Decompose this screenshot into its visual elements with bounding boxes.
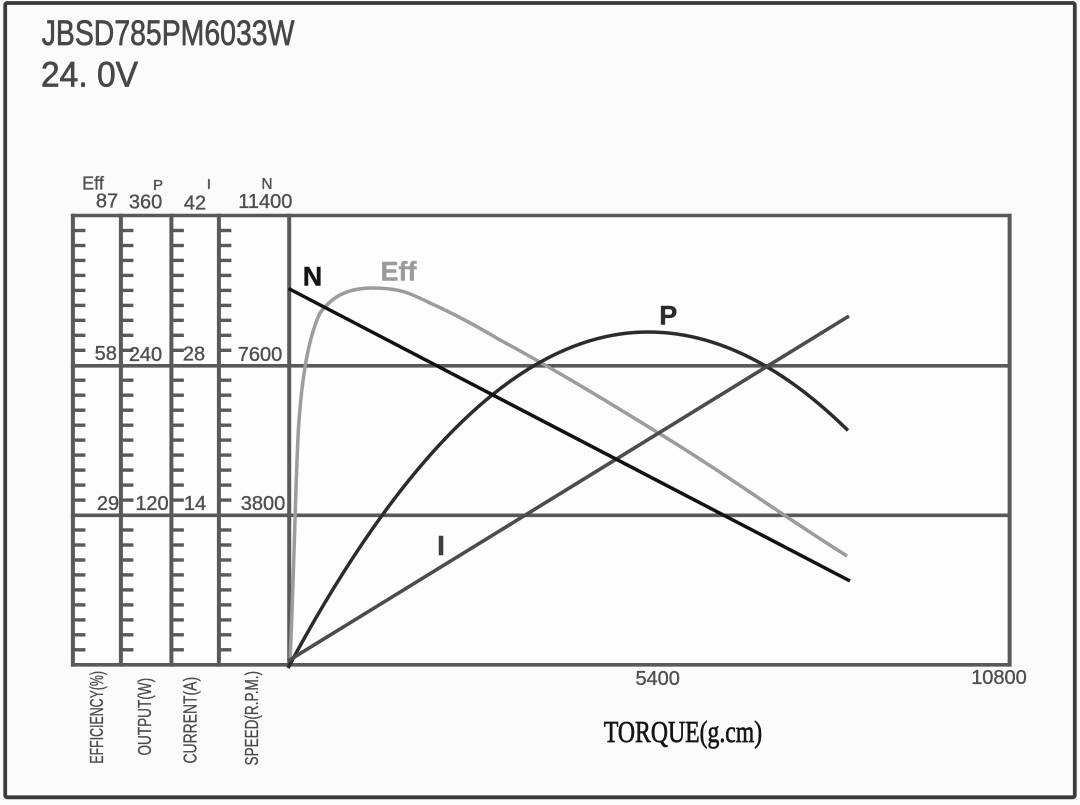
svg-text:10800: 10800 [971,667,1027,689]
svg-text:TORQUE(g.cm): TORQUE(g.cm) [604,714,762,749]
svg-text:24. 0V: 24. 0V [41,56,139,95]
svg-text:P: P [153,177,163,194]
svg-text:87: 87 [96,191,118,213]
svg-text:P: P [659,300,677,330]
svg-text:I: I [207,176,211,193]
svg-text:58: 58 [95,343,117,365]
svg-text:SPEED(R.P.M.): SPEED(R.P.M.) [242,671,262,766]
svg-text:360: 360 [129,192,162,214]
svg-text:3800: 3800 [241,493,286,515]
svg-text:14: 14 [184,493,206,515]
svg-text:11400: 11400 [238,191,292,213]
svg-text:N: N [261,176,272,193]
svg-text:29: 29 [97,493,119,515]
svg-text:JBSD785PM6033W: JBSD785PM6033W [42,14,295,53]
svg-text:42: 42 [184,193,206,215]
svg-text:240: 240 [129,344,162,366]
svg-text:Eff: Eff [381,257,418,287]
svg-text:5400: 5400 [635,668,680,690]
svg-text:7600: 7600 [238,344,283,366]
svg-text:28: 28 [183,344,205,366]
svg-text:N: N [303,262,323,292]
svg-text:CURRENT(A): CURRENT(A) [181,677,201,764]
svg-text:Eff: Eff [82,174,105,194]
svg-text:I: I [437,530,445,561]
svg-text:120: 120 [135,493,168,515]
svg-text:OUTPUT(W): OUTPUT(W) [135,678,155,756]
svg-text:EFFICIENCY(%): EFFICIENCY(%) [87,671,107,764]
